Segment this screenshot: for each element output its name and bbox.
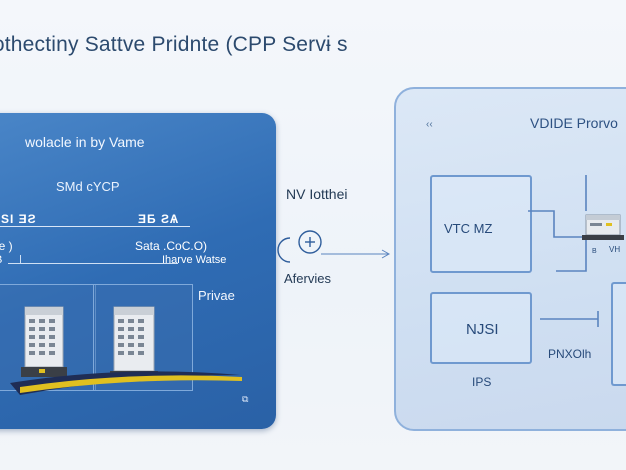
server-rack-icon	[21, 306, 67, 377]
middle-afervies-label: Afervies	[284, 271, 331, 286]
njsi-connector	[540, 311, 599, 327]
server-box-left	[0, 284, 96, 391]
left-panel: wolacle in by Vame SMd cYCP ƎSI ƎƧ ƎБ ƧѦ…	[0, 113, 276, 429]
private-label: Privae	[198, 288, 235, 303]
left-panel-row3-left: ƗB	[0, 254, 2, 266]
left-panel-row2-left: rie )	[0, 239, 13, 253]
right-panel-connectors	[528, 175, 587, 272]
left-panel-row2-right: Sata .CoC.O)	[135, 239, 208, 253]
njsi-box	[430, 292, 532, 364]
back-chevrons-icon[interactable]: ‹‹	[426, 119, 433, 130]
left-panel-subtitle: wolacle in by Vame	[25, 134, 145, 150]
connector-node-icon	[298, 230, 322, 254]
left-panel-divider-2	[8, 263, 178, 264]
left-panel-row1-right: ƎБ ƧѦ	[138, 212, 179, 226]
appliance-vh-label: VH	[609, 245, 621, 254]
left-panel-tick	[20, 255, 21, 264]
pnx-label: PNXOlh	[548, 347, 592, 361]
yellow-swoosh-decoration	[10, 371, 242, 395]
left-panel-smd-label: SMd cYCP	[56, 179, 120, 194]
middle-nv-label: NV Iotthei	[286, 186, 348, 202]
connector-arrow	[277, 230, 391, 263]
vtc-label: VTC MZ	[444, 221, 493, 236]
right-edge-box	[611, 282, 626, 386]
left-panel-row1-left: ƎSI ƎƧ	[0, 212, 37, 226]
right-panel: ‹‹ VDIDE Prorvo VTC MZ B VH NJSI PNXOlh …	[394, 87, 626, 431]
left-panel-divider-1	[0, 226, 190, 227]
right-panel-title: VDIDE Prorvo	[530, 115, 618, 131]
page-title: ɔthectiny Sattve Pridnte (CPP Servɨ s	[0, 33, 348, 56]
left-panel-row3-right: Iharve Watse	[162, 254, 227, 266]
vtc-box	[430, 175, 532, 273]
corner-link-icon[interactable]: ⧉	[242, 394, 249, 404]
njsi-label: NJSI	[466, 321, 499, 338]
server-appliance-icon	[582, 214, 624, 240]
appliance-b-label: B	[592, 248, 597, 255]
ips-label: IPS	[472, 375, 492, 389]
